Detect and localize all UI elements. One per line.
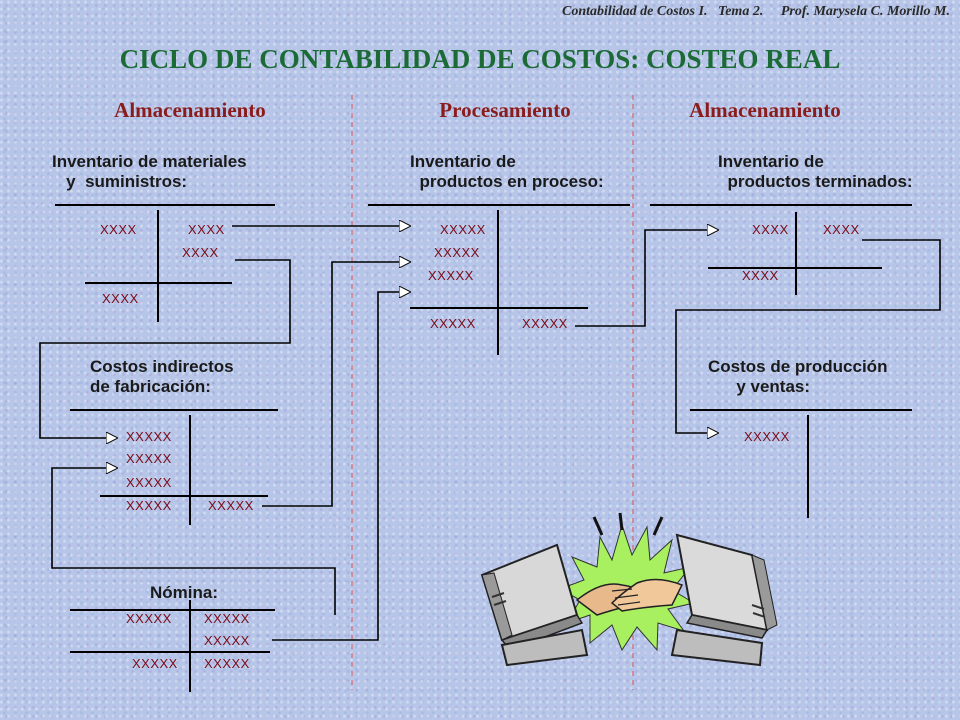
section-processing: Procesamiento [439, 98, 571, 122]
proceso-debit-2: XXXXX [434, 245, 480, 260]
handshake-icon [575, 578, 684, 616]
materiales-debit-1: XXXX [100, 222, 137, 237]
cif-debit-4: XXXXX [126, 498, 172, 513]
cif-debit-2: XXXXX [126, 451, 172, 466]
cif-debit-1: XXXXX [126, 429, 172, 444]
ventas-debit-1: XXXXX [744, 429, 790, 444]
terminados-debit-1: XXXX [752, 222, 789, 237]
proceso-credit-1: XXXXX [522, 316, 568, 331]
materiales-debit-balance: XXXX [102, 291, 139, 306]
right-computer-icon [670, 533, 778, 667]
terminados-debit-balance: XXXX [742, 268, 779, 283]
nomina-credit-2: XXXXX [204, 633, 250, 648]
materiales-credit-2: XXXX [182, 245, 219, 260]
account-title-terminados: Inventario de productos terminados: [718, 152, 913, 191]
left-computer-icon [480, 543, 589, 667]
proceso-debit-1: XXXXX [440, 222, 486, 237]
terminados-credit-1: XXXX [823, 222, 860, 237]
cif-credit-1: XXXXX [208, 498, 254, 513]
cif-debit-3: XXXXX [126, 475, 172, 490]
course-credit: Contabilidad de Costos I. Tema 2. Prof. … [561, 4, 950, 19]
nomina-credit-3: XXXXX [204, 656, 250, 671]
handshake-computers-illustration [480, 512, 778, 667]
nomina-debit-1: XXXXX [126, 611, 172, 626]
materiales-credit-1: XXXX [188, 222, 225, 237]
account-title-ventas: Costos de producción y ventas: [708, 357, 888, 396]
account-title-proceso: Inventario de productos en proceso: [410, 152, 604, 191]
account-title-nomina: Nómina: [150, 583, 218, 602]
proceso-debit-balance: XXXXX [430, 316, 476, 331]
account-title-cif: Costos indirectos de fabricación: [90, 357, 234, 396]
section-storage-right: Almacenamiento [689, 98, 841, 122]
account-title-materiales: Inventario de materiales y suministros: [52, 152, 247, 191]
page-title: CICLO DE CONTABILIDAD DE COSTOS: COSTEO … [119, 44, 841, 74]
section-storage-left: Almacenamiento [114, 98, 266, 122]
proceso-debit-3: XXXXX [428, 268, 474, 283]
nomina-credit-1: XXXXX [204, 611, 250, 626]
nomina-debit-2: XXXXX [132, 656, 178, 671]
